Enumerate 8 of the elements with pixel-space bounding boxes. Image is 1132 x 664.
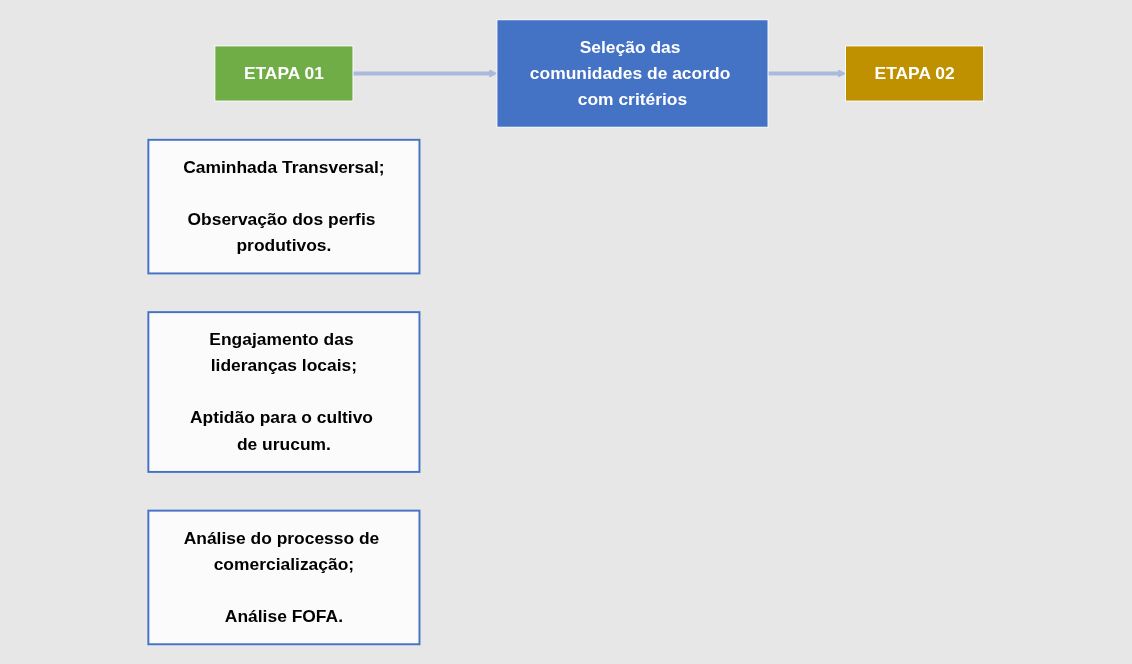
node-box: Análise do processo de comercialização; Análise FOFA. (147, 509, 421, 646)
node-box: ETAPA 01 (214, 45, 354, 102)
node-box: ETAPA 02 (845, 45, 985, 102)
node-box: Seleção das comunidades de acordo com critérios (496, 19, 769, 128)
node-box: Caminhada Transversal; Observação dos perfis produtivos. (147, 138, 421, 275)
arrow (353, 69, 498, 78)
arrow (768, 69, 846, 78)
node-box: Engajamento das lideranças locais; Aptidão para o cultivo de urucum. (147, 311, 421, 473)
